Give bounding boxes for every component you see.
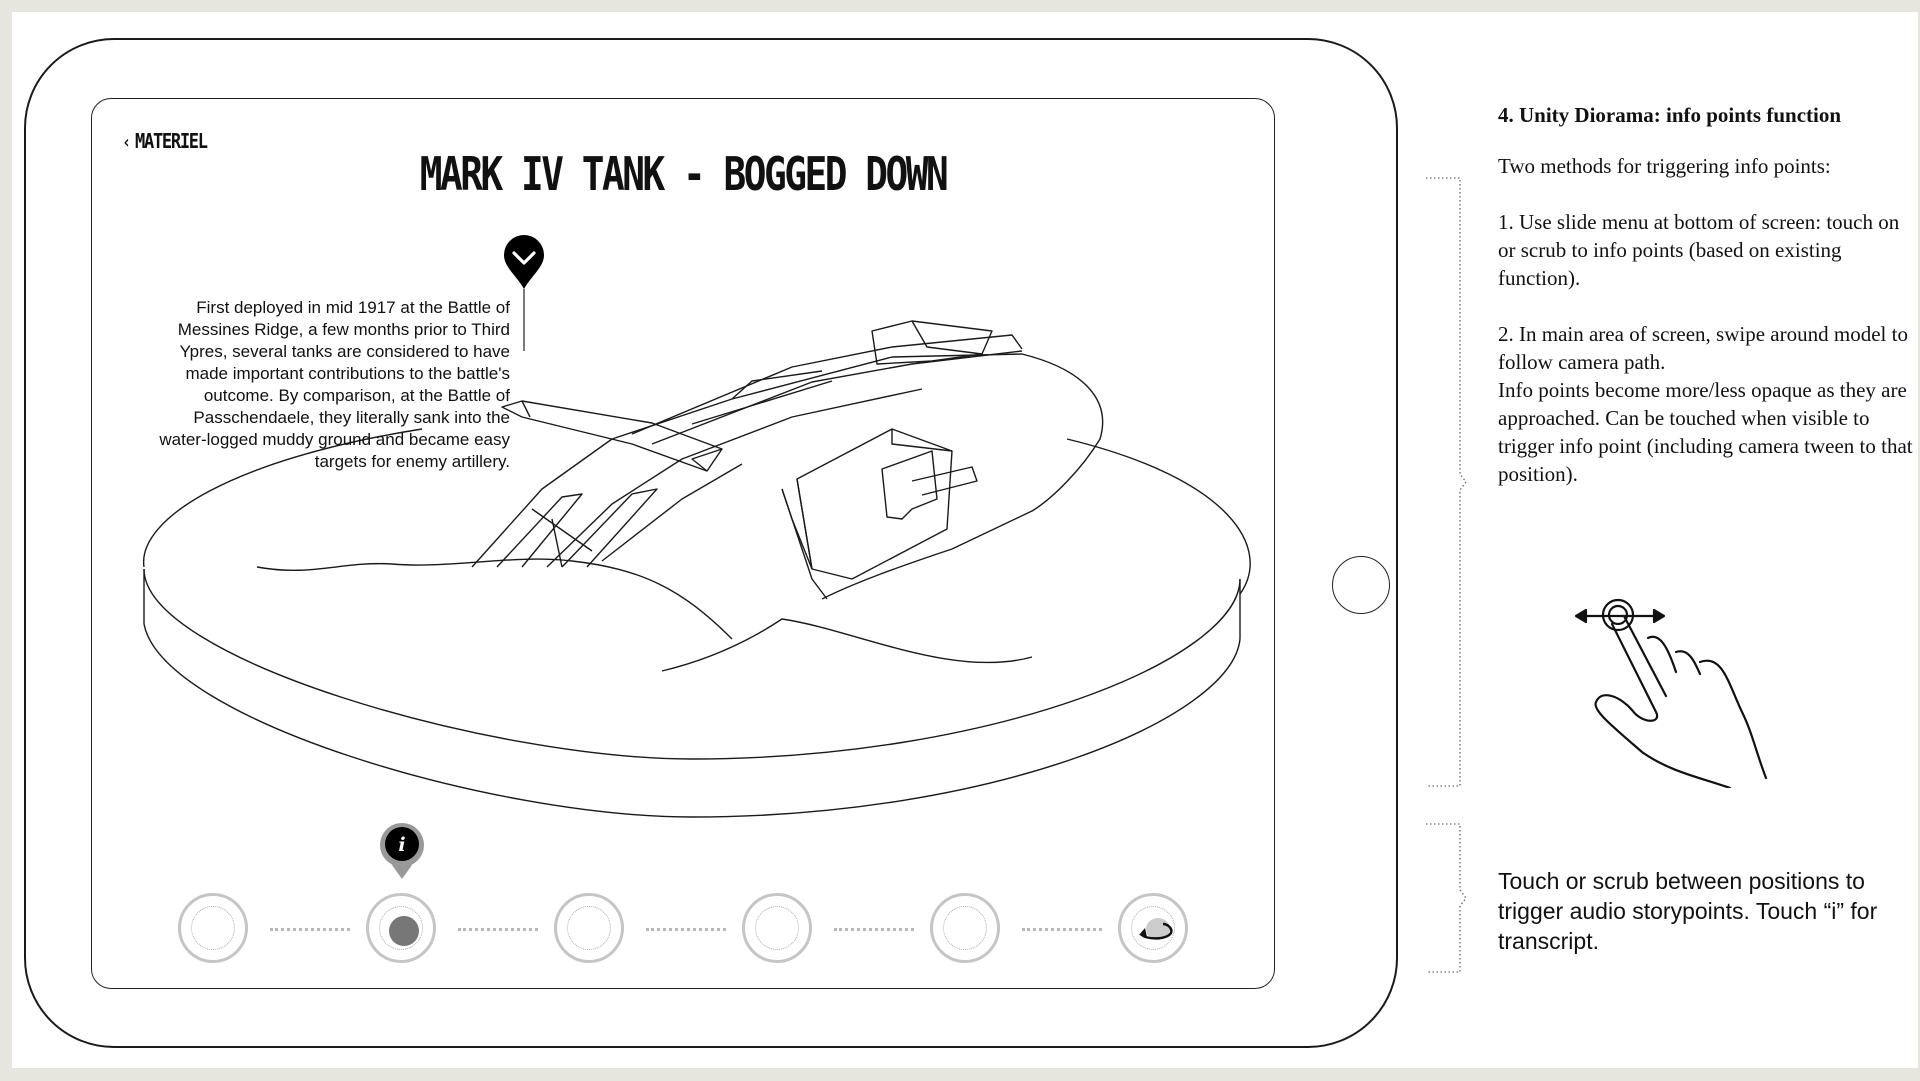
active-dot <box>389 916 419 946</box>
nav-connector <box>458 928 538 931</box>
annotation-bracket <box>1426 177 1467 787</box>
info-marker[interactable]: i <box>380 823 424 886</box>
annotation-method-2-detail: Info points become more/less opaque as t… <box>1498 378 1913 486</box>
annotation-body: Two methods for triggering info points: … <box>1498 152 1918 488</box>
back-link[interactable]: ‹MATERIEL <box>122 129 208 153</box>
annotation-method-2: 2. In main area of screen, swipe around … <box>1498 322 1908 374</box>
back-label: MATERIEL <box>135 129 208 153</box>
storypoint-2[interactable] <box>366 893 436 963</box>
storypoint-3[interactable] <box>554 893 624 963</box>
svg-text:i: i <box>398 834 405 856</box>
storypoint-5[interactable] <box>930 893 1000 963</box>
annotation-heading: 4. Unity Diorama: info points function <box>1498 103 1842 127</box>
tablet-frame <box>24 38 1398 1048</box>
annotation-note: Touch or scrub between positions to trig… <box>1498 868 1878 954</box>
rotate-icon <box>1139 918 1173 940</box>
nav-connector <box>834 928 914 931</box>
info-icon: i <box>380 823 424 879</box>
nav-connector <box>646 928 726 931</box>
storypoint-1[interactable] <box>178 893 248 963</box>
rotate-button[interactable] <box>1118 893 1188 963</box>
nav-connector <box>1022 928 1102 931</box>
tank-diorama[interactable] <box>92 99 1275 989</box>
storypoint-4[interactable] <box>742 893 812 963</box>
swipe-gesture-icon <box>1574 598 1768 788</box>
info-point-marker[interactable] <box>502 235 546 356</box>
annotation-method-1: 1. Use slide menu at bottom of screen: t… <box>1498 210 1900 290</box>
app-screen: ‹MATERIEL MARK IV TANK - BOGGED DOWN Fir… <box>91 98 1275 989</box>
home-button[interactable] <box>1332 556 1390 614</box>
page-title: MARK IV TANK - BOGGED DOWN <box>419 147 949 201</box>
info-point-text: First deployed in mid 1917 at the Battle… <box>159 298 510 471</box>
annotation-bracket <box>1426 823 1467 973</box>
nav-connector <box>270 928 350 931</box>
chevron-left-icon: ‹ <box>122 132 131 153</box>
chevron-down-marker-icon <box>504 235 544 351</box>
annotation-intro: Two methods for triggering info points: <box>1498 154 1831 178</box>
